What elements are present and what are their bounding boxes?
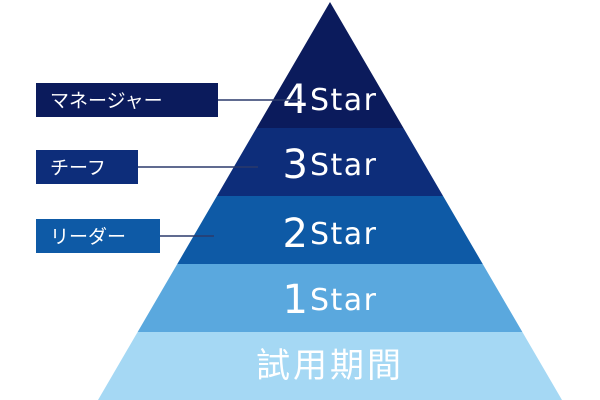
tier-label-4: 1Star [283, 277, 378, 323]
tier-word: Star [310, 283, 378, 318]
role-box-1 [36, 83, 218, 117]
tier-word: Star [310, 83, 378, 118]
tier-number: 3 [283, 142, 308, 188]
role-connectors [138, 99, 300, 237]
pyramid-tier-1 [256, 2, 404, 128]
role-box-2 [36, 150, 138, 184]
tier-label-5: 試用期間 [256, 346, 404, 386]
tier-label-2: 3Star [283, 142, 378, 188]
tier-word: Star [310, 217, 378, 252]
tier-number: 2 [283, 211, 308, 257]
role-label-3: リーダー [50, 226, 126, 248]
pyramid-tier-2 [216, 128, 444, 196]
tier-number: 1 [283, 277, 308, 323]
tier-word: Star [310, 148, 378, 183]
pyramid-tier-5 [98, 332, 562, 400]
tier-label-3: 2Star [283, 211, 378, 257]
tier-label-1: 4Star [283, 77, 378, 123]
pyramid-tier-3 [177, 196, 483, 264]
role-label-2: チーフ [50, 157, 106, 179]
pyramid-tier-4 [137, 264, 523, 332]
role-label-1: マネージャー [50, 90, 163, 112]
role-box-3 [36, 219, 160, 253]
